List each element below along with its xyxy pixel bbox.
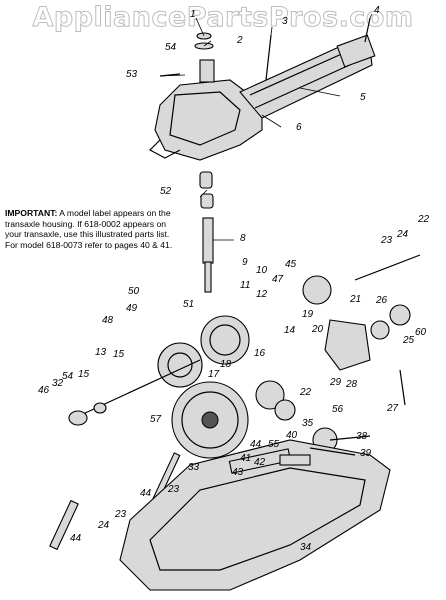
callout-22b: 22 (300, 387, 312, 398)
callout-55: 55 (268, 439, 280, 450)
callout-40: 40 (286, 430, 298, 441)
callout-2: 2 (237, 35, 243, 46)
callout-43: 43 (232, 467, 244, 478)
callout-25: 25 (403, 335, 415, 346)
callout-42: 42 (254, 457, 266, 468)
callout-47: 47 (272, 274, 284, 285)
callout-44c: 44 (70, 533, 82, 544)
callout-12: 12 (256, 289, 268, 300)
callout-38: 38 (356, 431, 368, 442)
callout-11: 11 (240, 280, 251, 291)
callout-16: 16 (254, 348, 266, 359)
callout-21: 21 (350, 294, 362, 305)
callout-29: 29 (330, 377, 342, 388)
callout-56: 56 (332, 404, 344, 415)
callout-39: 39 (360, 448, 372, 459)
callout-45: 45 (285, 259, 297, 270)
callout-8: 8 (240, 233, 246, 244)
callout-27: 27 (387, 403, 399, 414)
callout-3: 3 (282, 16, 288, 27)
callout-17: 17 (208, 369, 220, 380)
callout-23c: 23 (115, 509, 127, 520)
callout-28: 28 (346, 379, 358, 390)
callout-52: 52 (160, 186, 172, 197)
callout-13: 13 (95, 347, 107, 358)
callout-6: 6 (296, 122, 302, 133)
callout-23: 23 (381, 235, 393, 246)
callout-48: 48 (102, 315, 114, 326)
callout-33: 33 (188, 462, 200, 473)
callout-15: 15 (113, 349, 125, 360)
callout-20: 20 (312, 324, 324, 335)
callout-54b: 54 (62, 371, 74, 382)
callout-23b: 23 (168, 484, 180, 495)
note-heading: IMPORTANT: (5, 208, 58, 218)
note-body: A model label appears on the transaxle h… (5, 208, 173, 250)
callout-32: 32 (52, 378, 64, 389)
callout-26: 26 (376, 295, 388, 306)
callout-15b: 15 (78, 369, 90, 380)
callout-14: 14 (284, 325, 296, 336)
callout-24b: 24 (98, 520, 110, 531)
callout-19: 19 (302, 309, 314, 320)
callout-54: 54 (165, 42, 177, 53)
callout-5: 5 (360, 92, 366, 103)
callout-44b: 44 (140, 488, 152, 499)
callout-24: 24 (397, 229, 409, 240)
callout-49: 49 (126, 303, 138, 314)
callout-9: 9 (242, 257, 248, 268)
callout-44: 44 (250, 439, 262, 450)
callout-18: 18 (220, 359, 232, 370)
callout-60: 60 (415, 327, 427, 338)
callout-10: 10 (256, 265, 268, 276)
important-note: IMPORTANT: A model label appears on the … (5, 208, 180, 250)
callout-35: 35 (302, 418, 314, 429)
callout-22: 22 (418, 214, 430, 225)
callout-50: 50 (128, 286, 140, 297)
callout-34: 34 (300, 542, 312, 553)
callout-46: 46 (38, 385, 50, 396)
callout-1: 1 (190, 9, 196, 20)
watermark: AppliancePartsPros.com (32, 2, 414, 34)
upper-housing (149, 34, 376, 161)
callout-51: 51 (183, 299, 195, 310)
callout-57: 57 (150, 414, 162, 425)
callout-4: 4 (374, 5, 380, 16)
callout-41: 41 (240, 453, 252, 464)
callout-53: 53 (126, 69, 138, 80)
